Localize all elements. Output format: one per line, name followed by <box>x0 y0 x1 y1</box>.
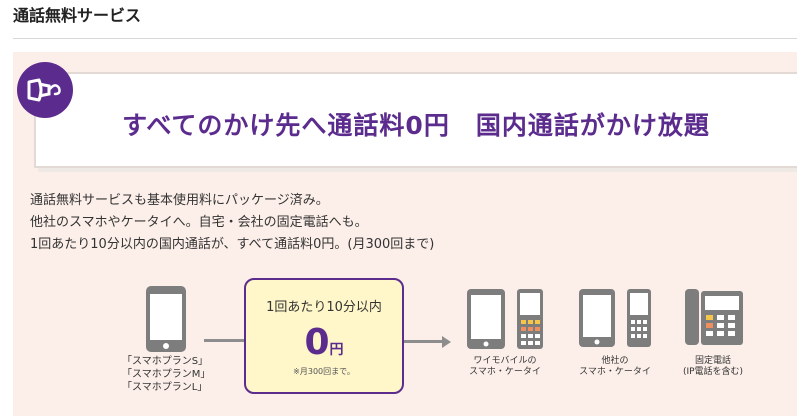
plan-item: 「スマホプランS」 <box>122 356 209 367</box>
arrow-right-icon <box>442 336 451 348</box>
target-label-line: ワイモバイルの <box>473 356 537 366</box>
target-label-line: (IP電話を含む) <box>682 367 744 377</box>
title-divider <box>13 38 797 39</box>
description-line: 通話無料サービスも基本使用料にパッケージ済み。 <box>30 193 329 208</box>
target-label-landline: 固定電話 (IP電話を含む) <box>668 356 758 378</box>
description-line: 他社のスマホやケータイへ。自宅・会社の固定電話へも。 <box>30 215 368 230</box>
target-label-line: スマホ・ケータイ <box>469 367 541 377</box>
free-call-box: 1回あたり10分以内 0円 ※月300回まで。 <box>244 278 404 394</box>
smartphone-icon <box>146 286 186 352</box>
plan-item: 「スマホプランL」 <box>122 382 208 393</box>
target-label-line: 他社の <box>601 356 629 366</box>
headline-banner: すべてのかけ先へ通話料0円 国内通話がかけ放題 <box>34 72 797 168</box>
ymobile-smartphone-icon <box>467 289 505 349</box>
section-title: 通話無料サービス <box>13 6 142 25</box>
price-value: 0 <box>304 322 330 363</box>
free-call-price: 0円 <box>246 322 402 363</box>
service-description: 通話無料サービスも基本使用料にパッケージ済み。 他社のスマホやケータイへ。自宅・… <box>30 190 434 256</box>
plan-item: 「スマホプランM」 <box>122 369 211 380</box>
ymobile-feature-phone-icon <box>517 289 543 349</box>
phone-handset-icon <box>17 62 73 118</box>
connector-line-left <box>204 339 245 342</box>
connector-line-right <box>404 340 444 343</box>
banner-headline: すべてのかけ先へ通話料0円 国内通話がかけ放題 <box>122 111 710 140</box>
price-unit: 円 <box>329 342 344 358</box>
description-line: 1回あたり10分以内の国内通話が、すべて通話料0円。(月300回まで) <box>30 237 435 252</box>
landline-phone-icon <box>685 289 743 345</box>
target-label-line: 固定電話 <box>694 356 731 366</box>
free-call-condition: 1回あたり10分以内 <box>266 300 382 315</box>
other-feature-phone-icon <box>627 289 651 347</box>
target-label-other: 他社の スマホ・ケータイ <box>570 356 660 378</box>
target-label-ymobile: ワイモバイルの スマホ・ケータイ <box>460 356 550 378</box>
free-call-note: ※月300回まで。 <box>293 367 355 376</box>
other-smartphone-icon <box>579 289 615 347</box>
plan-list: 「スマホプランS」 「スマホプランM」 「スマホプランL」 <box>122 355 210 394</box>
target-label-line: スマホ・ケータイ <box>579 367 651 377</box>
